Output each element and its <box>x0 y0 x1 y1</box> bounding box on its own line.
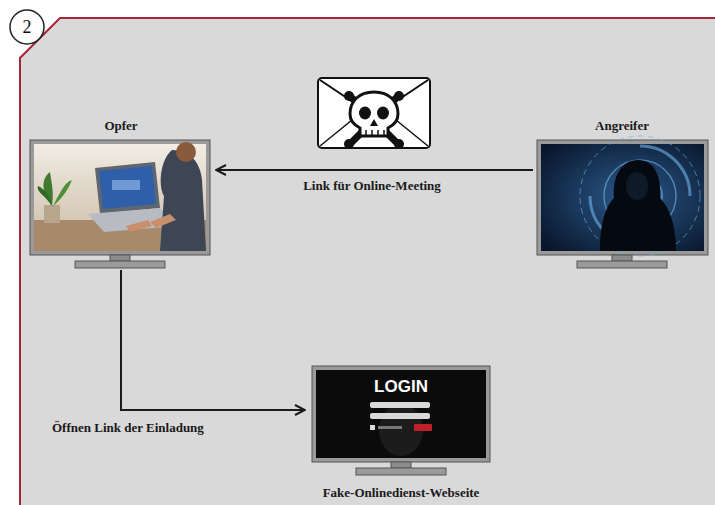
fake-site-monitor <box>312 366 490 475</box>
victim-monitor-part <box>160 150 206 251</box>
node-label: Fake-Onlinedienst-Webseite <box>320 485 483 500</box>
arrow-connector <box>216 169 533 171</box>
attacker-monitor-part <box>626 172 648 200</box>
attacker-monitor-part <box>541 144 704 251</box>
victim-monitor-part <box>95 162 160 214</box>
panel-part <box>20 18 715 505</box>
fake-site-monitor-part <box>312 366 490 462</box>
victim-monitor-part <box>30 140 210 255</box>
fake-site-monitor-part <box>370 425 375 430</box>
attacker-monitor-part <box>577 261 667 268</box>
victim-monitor-part <box>150 214 176 228</box>
fake-site-monitor-part <box>370 402 430 408</box>
malicious-mail-icon-part <box>366 130 384 136</box>
panel-part <box>20 18 715 505</box>
malicious-mail-icon-part <box>344 91 354 101</box>
victim-monitor-part <box>44 205 60 223</box>
malicious-mail-icon-part <box>350 92 398 136</box>
malicious-mail-icon-part <box>318 78 430 148</box>
malicious-mail-icon-part <box>394 91 404 101</box>
screen-heading: LOGIN <box>374 377 428 396</box>
fake-site-monitor-part <box>316 370 486 458</box>
edge-label: Öffnen Link der Einladung <box>50 420 206 435</box>
fake-site-monitor-part <box>391 462 411 468</box>
attacker-monitor-part-part <box>580 136 700 256</box>
malicious-mail-icon-part <box>359 107 371 120</box>
node-label: Angreifer <box>592 118 652 133</box>
fake-site-monitor-part <box>356 468 446 475</box>
malicious-mail-icon-part <box>344 139 354 149</box>
malicious-mail-icon-part <box>377 107 389 120</box>
malicious-mail-icon-part <box>394 139 404 149</box>
victim-monitor-part <box>126 220 152 232</box>
attacker-monitor-part <box>580 136 700 256</box>
attacker-monitor <box>537 136 708 268</box>
panel <box>20 18 715 505</box>
callout-circle-part <box>10 10 44 44</box>
edge-label: Link für Online-Meeting <box>301 178 443 193</box>
callout-circle <box>10 10 44 44</box>
victim-monitor-part <box>38 186 52 206</box>
fake-site-monitor-part <box>370 413 430 419</box>
victim-monitor-part <box>110 255 130 261</box>
callout-number: 2 <box>23 17 32 37</box>
attacker-monitor-part <box>537 140 708 255</box>
node-label: Opfer <box>101 118 140 133</box>
arrow-connector <box>121 270 305 410</box>
attacker-monitor-part <box>612 255 632 261</box>
victim-monitor-part <box>176 142 196 162</box>
victim-monitor-part <box>75 261 165 268</box>
fake-site-monitor-part <box>378 426 402 429</box>
victim-monitor-part <box>112 180 140 190</box>
victim-monitor <box>30 140 210 268</box>
malicious-mail-icon <box>318 78 430 149</box>
fake-site-monitor-part <box>414 424 432 431</box>
victim-monitor-part <box>99 166 156 209</box>
victim-monitor-part <box>53 180 72 206</box>
attacker-monitor-part <box>600 160 676 251</box>
attacker-computer: Angreifer <box>533 118 711 270</box>
victim-computer: Opfer <box>26 118 216 270</box>
victim-monitor-part <box>44 172 53 206</box>
malicious-mail-icon-part <box>370 119 378 126</box>
